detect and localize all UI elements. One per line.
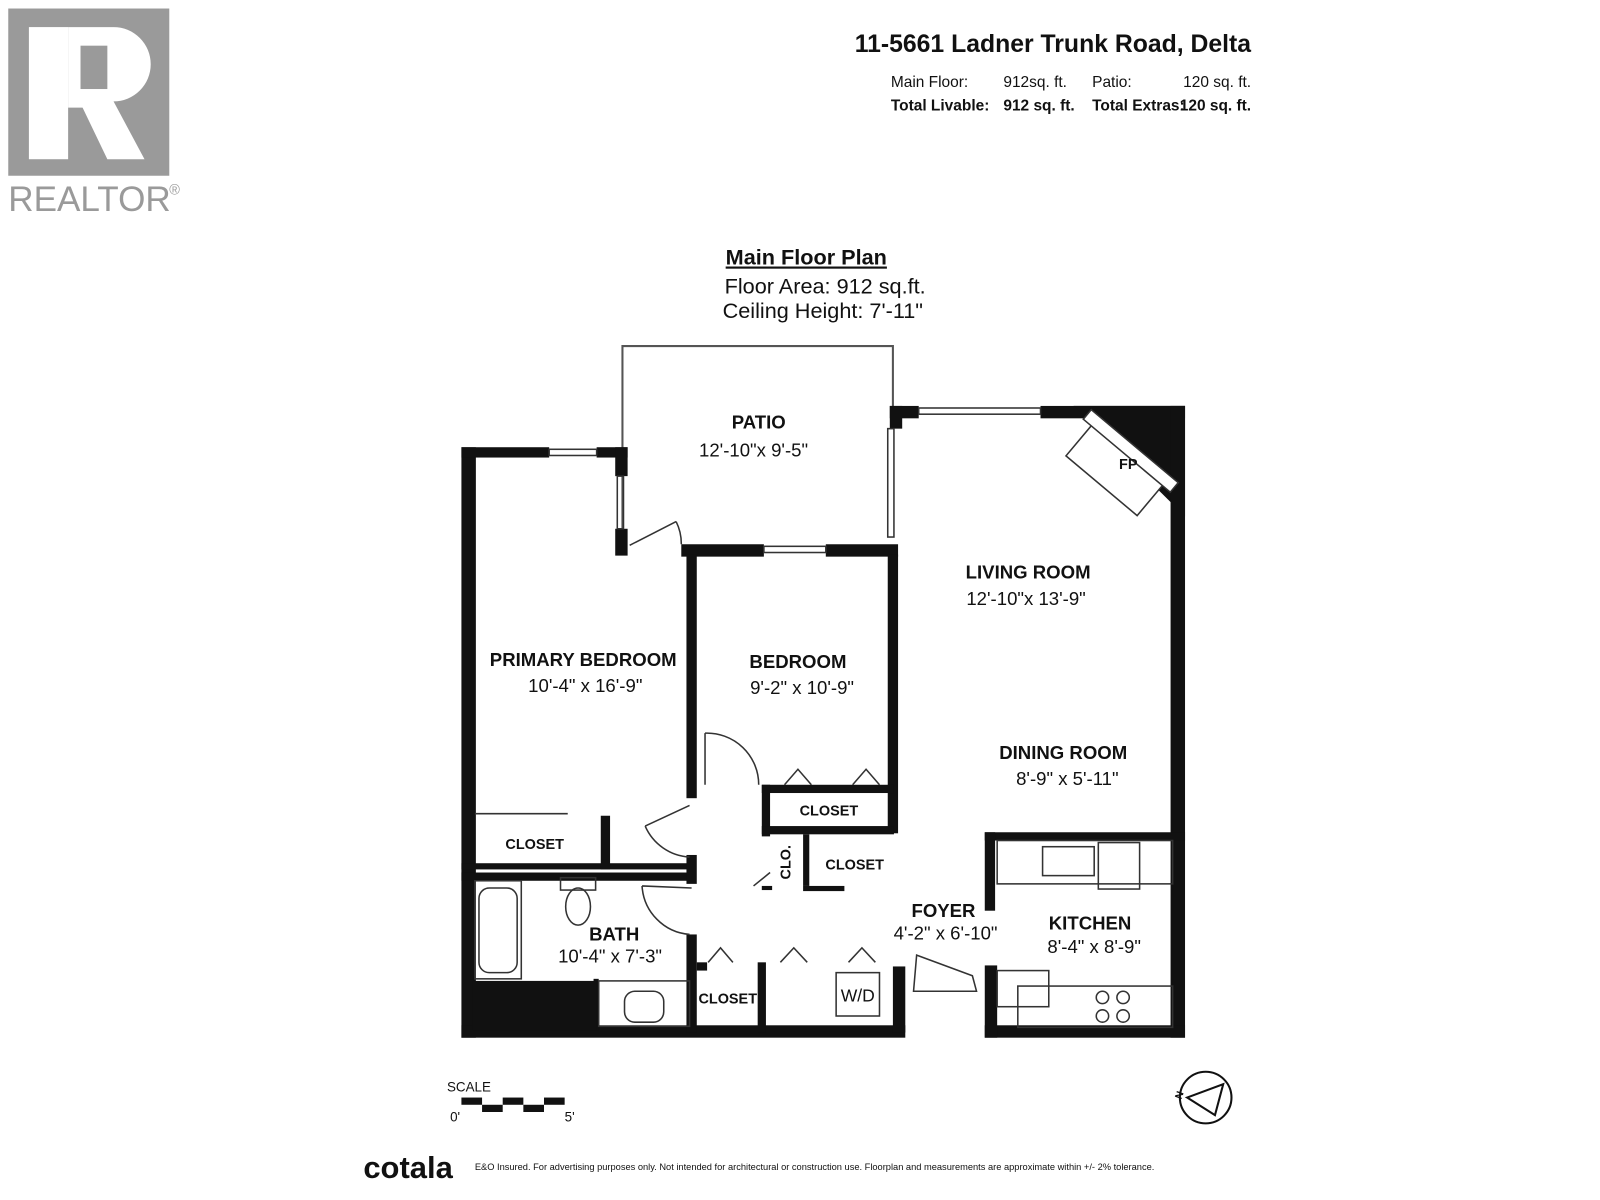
total-livable-value: 912 sq. ft. — [1003, 98, 1074, 115]
total-extras-value: 120 sq. ft. — [1180, 98, 1251, 115]
patio-label: PATIO — [732, 412, 786, 433]
registered-mark: ® — [169, 182, 180, 198]
living-room-label: LIVING ROOM — [966, 561, 1091, 582]
scale-start: 0' — [450, 1109, 460, 1124]
primary-bedroom-dims: 10'-4" x 16'-9" — [528, 675, 642, 696]
clo-label: CLO. — [779, 845, 795, 880]
laundry-closet-label: CLOSET — [698, 992, 757, 1008]
doors — [474, 520, 978, 992]
fireplace-label: FP — [1119, 457, 1138, 473]
disclaimer: E&O Insured. For advertising purposes on… — [475, 1162, 1155, 1172]
hall-closet-label: CLOSET — [825, 857, 884, 873]
foyer-label: FOYER — [911, 900, 976, 921]
washer-dryer-label: W/D — [841, 986, 875, 1006]
patio-label: Patio: — [1092, 74, 1132, 91]
scale-bar: SCALE 0' 5' — [447, 1079, 575, 1124]
floor-area: Floor Area: 912 sq.ft. — [725, 273, 926, 298]
north-compass-icon: N — [1174, 1070, 1233, 1125]
kitchen-dims: 8'-4" x 8'-9" — [1047, 936, 1141, 957]
kitchen-label: KITCHEN — [1049, 912, 1132, 933]
patio-outline — [621, 345, 894, 543]
bedroom-closet-label: CLOSET — [800, 804, 859, 820]
ceiling-height: Ceiling Height: 7'-11" — [723, 298, 923, 323]
scale-end: 5' — [565, 1109, 575, 1124]
address-title: 11-5661 Ladner Trunk Road, Delta — [855, 31, 1252, 58]
total-extras-label: Total Extras: — [1092, 98, 1185, 115]
patio-value: 120 sq. ft. — [1183, 74, 1251, 91]
windows — [548, 407, 1042, 554]
bath-dims: 10'-4" x 7'-3" — [558, 945, 662, 966]
dining-room-label: DINING ROOM — [999, 742, 1127, 763]
realtor-logo: REALTOR ® — [8, 8, 180, 219]
main-floor-value: 912sq. ft. — [1003, 74, 1067, 91]
bedroom-dims: 9'-2" x 10'-9" — [750, 677, 854, 698]
dining-room-dims: 8'-9" x 5'-11" — [1016, 768, 1119, 789]
patio-dims: 12'-10"x 9'-5" — [699, 440, 808, 461]
realtor-wordmark: REALTOR — [8, 180, 170, 219]
primary-bedroom-label: PRIMARY BEDROOM — [490, 649, 677, 670]
fixtures — [474, 408, 1180, 1029]
living-room-dims: 12'-10"x 13'-9" — [966, 588, 1085, 609]
main-floor-label: Main Floor: — [891, 74, 968, 91]
foyer-dims: 4'-2" x 6'-10" — [894, 923, 998, 944]
bedroom-label: BEDROOM — [749, 651, 846, 672]
walls — [461, 405, 1186, 1038]
north-label: N — [1174, 1090, 1187, 1101]
bath-label: BATH — [589, 924, 639, 945]
plan-title: Main Floor Plan — [726, 245, 887, 270]
cotala-logo: cotala — [363, 1150, 453, 1185]
scale-label: SCALE — [447, 1079, 491, 1094]
primary-closet-label: CLOSET — [505, 837, 564, 853]
total-livable-label: Total Livable: — [891, 98, 990, 115]
